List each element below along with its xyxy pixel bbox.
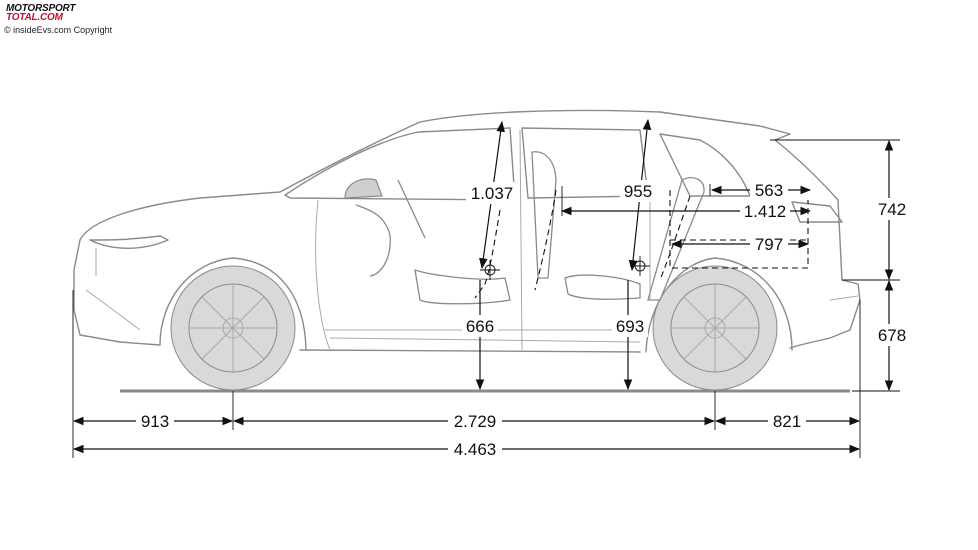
trunk-length-top-label: 563 (755, 181, 783, 200)
rear-lower-height-label: 678 (878, 326, 906, 345)
rear-upper-height-label: 742 (878, 200, 906, 219)
logo-line1: MOTORSPORT (6, 3, 76, 14)
front-wheel (170, 265, 296, 391)
rear-wheel (652, 265, 778, 391)
motorsport-logo: MOTORSPORT TOTAL.COM (6, 4, 76, 24)
wheelbase-label: 2.729 (454, 412, 497, 431)
trunk-length-floor-label: 797 (755, 235, 783, 254)
car-side-outline (73, 109, 861, 353)
dimension-labels: 1.037 955 563 1.412 797 742 678 666 693 … (136, 180, 910, 459)
overall-length-label: 4.463 (454, 440, 497, 459)
front-headroom-label: 1.037 (471, 184, 514, 203)
rear-headroom-label: 955 (624, 182, 652, 201)
front-overhang-label: 913 (141, 412, 169, 431)
interior-seats (355, 151, 705, 305)
trunk-length-total-label: 1.412 (744, 202, 787, 221)
logo-line2: TOTAL.COM (6, 12, 63, 23)
rear-overhang-label: 821 (773, 412, 801, 431)
copyright-notice: © insideEvs.com Copyright (4, 25, 113, 35)
front-seat-height-label: 666 (466, 317, 494, 336)
rear-seat-height-label: 693 (616, 317, 644, 336)
